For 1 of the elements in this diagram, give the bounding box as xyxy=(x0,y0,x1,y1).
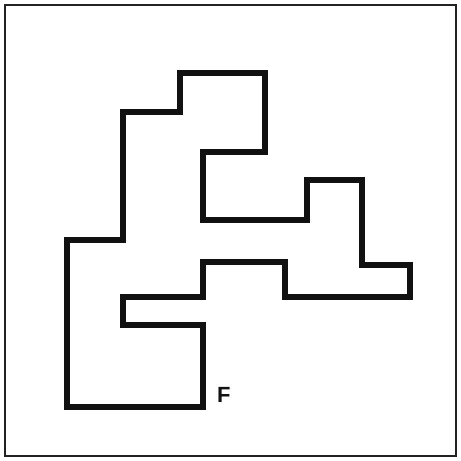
corner-letter: F xyxy=(217,384,230,406)
